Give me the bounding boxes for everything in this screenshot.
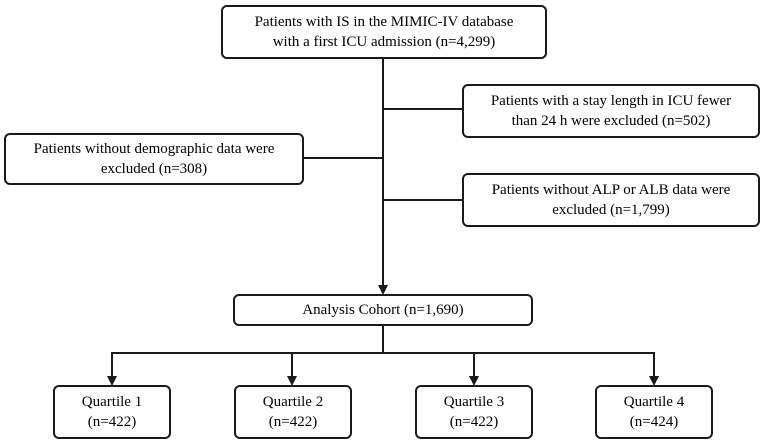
quartile-2-label: Quartile 2 bbox=[262, 394, 324, 410]
analysis-cohort-label: Analysis Cohort (n=1,690) bbox=[302, 302, 464, 318]
quartile-3-box: Quartile 3 (n=422) bbox=[415, 385, 533, 439]
quartile-4-label: Quartile 4 bbox=[623, 394, 685, 410]
exclusion-demographic-line-2: excluded (n=308) bbox=[100, 161, 208, 177]
exclusion-alp-alb-box: Patients without ALP or ALB data were ex… bbox=[462, 173, 760, 227]
quartile-3-count: (n=422) bbox=[449, 414, 499, 430]
quartile-2-box: Quartile 2 (n=422) bbox=[234, 385, 352, 439]
source-population-box: Patients with IS in the MIMIC-IV databas… bbox=[221, 5, 547, 59]
source-population-line-1: Patients with IS in the MIMIC-IV databas… bbox=[254, 14, 514, 30]
quartile-2-count: (n=422) bbox=[268, 414, 318, 430]
quartile-1-label: Quartile 1 bbox=[81, 394, 143, 410]
exclusion-alp-alb-line-2: excluded (n=1,799) bbox=[552, 202, 670, 218]
exclusion-icu-stay-box: Patients with a stay length in ICU fewer… bbox=[462, 84, 760, 138]
exclusion-icu-stay-line-1: Patients with a stay length in ICU fewer bbox=[490, 93, 732, 109]
source-population-line-2: with a first ICU admission (n=4,299) bbox=[272, 34, 496, 50]
analysis-cohort-box: Analysis Cohort (n=1,690) bbox=[233, 294, 533, 326]
quartile-4-box: Quartile 4 (n=424) bbox=[595, 385, 713, 439]
quartile-3-label: Quartile 3 bbox=[443, 394, 505, 410]
exclusion-icu-stay-line-2: than 24 h were excluded (n=502) bbox=[511, 113, 711, 129]
exclusion-alp-alb-line-1: Patients without ALP or ALB data were bbox=[491, 182, 731, 198]
quartile-1-box: Quartile 1 (n=422) bbox=[53, 385, 171, 439]
quartile-1-count: (n=422) bbox=[87, 414, 137, 430]
exclusion-demographic-line-1: Patients without demographic data were bbox=[33, 141, 275, 157]
exclusion-demographic-box: Patients without demographic data were e… bbox=[4, 133, 304, 185]
quartile-4-count: (n=424) bbox=[629, 414, 679, 430]
